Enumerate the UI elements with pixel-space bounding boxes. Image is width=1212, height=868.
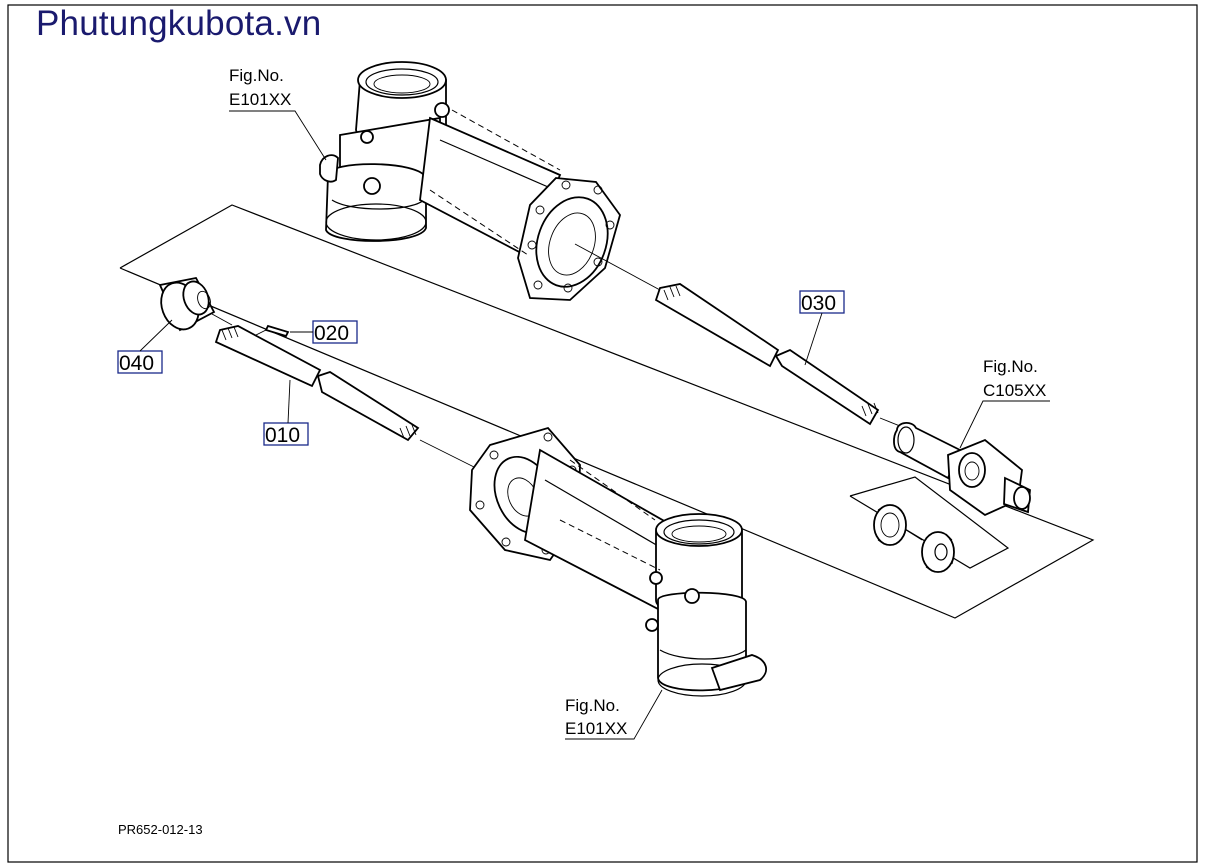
- ref-lower-fig-label: Fig.No.: [565, 696, 620, 715]
- ref-diff-fig-label: Fig.No.: [983, 357, 1038, 376]
- leader-040: [139, 319, 173, 352]
- assembly-outline-main: [119, 204, 1095, 619]
- guide-dash-4: [569, 459, 656, 521]
- leader-diff-ref: [959, 400, 1050, 449]
- part-label-020[interactable]: 020: [290, 320, 358, 345]
- lower-final-case: [469, 426, 767, 697]
- ref-differential: Fig.No. C105XX: [959, 357, 1050, 449]
- part-number-040: 040: [119, 352, 154, 375]
- coupling-040: [158, 276, 233, 332]
- ref-upper-fig-label: Fig.No.: [229, 66, 284, 85]
- leader-upper-ref: [229, 110, 327, 161]
- leader-010: [287, 379, 291, 424]
- shaft-010: [214, 325, 481, 471]
- page-border: [7, 4, 1198, 863]
- ref-upper-fig-code: E101XX: [229, 90, 291, 109]
- guide-dash-1: [451, 109, 561, 171]
- part-number-030: 030: [801, 292, 836, 315]
- differential-assembly: [873, 422, 1031, 573]
- shaft-030: [574, 243, 906, 429]
- part-label-040[interactable]: 040: [117, 319, 173, 375]
- ref-upper-final-case: Fig.No. E101XX: [229, 66, 327, 161]
- part-label-030[interactable]: 030: [799, 290, 845, 366]
- ref-diff-fig-code: C105XX: [983, 381, 1046, 400]
- leader-030: [804, 312, 823, 366]
- guide-dash-3: [559, 519, 661, 571]
- part-label-010[interactable]: 010: [263, 379, 309, 447]
- bevel-gear-right: [921, 531, 955, 573]
- upper-final-case: [319, 61, 621, 301]
- ref-lower-final-case: Fig.No. E101XX: [565, 689, 663, 740]
- doc-code: PR652-012-13: [118, 822, 203, 837]
- ref-lower-fig-code: E101XX: [565, 719, 627, 738]
- bevel-gear-left: [873, 504, 907, 546]
- part-number-010: 010: [265, 424, 300, 447]
- leader-lower-ref: [565, 689, 663, 740]
- brand-title: Phutungkubota.vn: [36, 4, 322, 43]
- part-number-020: 020: [314, 322, 349, 345]
